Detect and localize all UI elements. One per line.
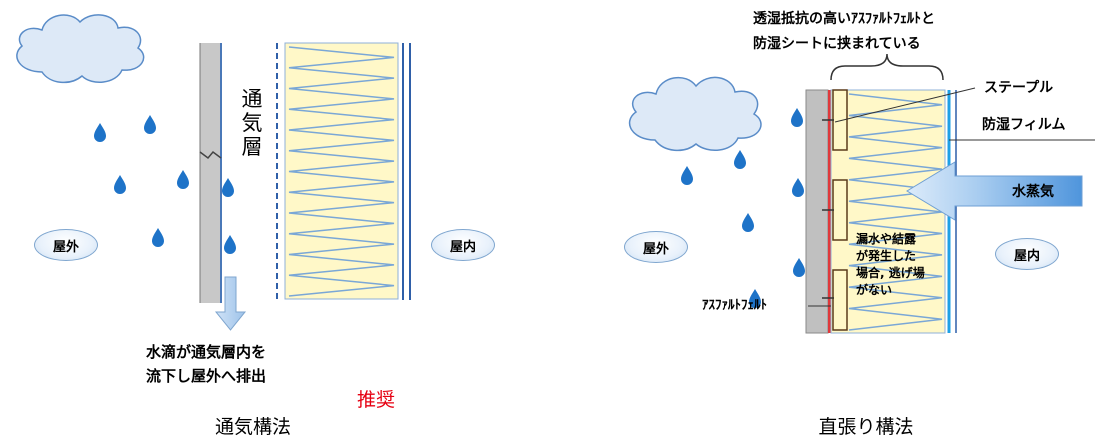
raindrop-icon (114, 175, 126, 194)
exterior-siding (199, 43, 222, 303)
raindrop-icon (222, 178, 234, 197)
outside-badge-label: 屋外 (642, 241, 669, 257)
left-note-line-2: 流下し屋外へ排出 (146, 367, 266, 385)
air-layer-label-2: 気 (242, 111, 263, 135)
inside-badge-label: 屋内 (1013, 248, 1040, 264)
studs (832, 89, 848, 331)
insulation-panel (830, 89, 946, 334)
left-diagram (16, 14, 411, 331)
raindrop-icon (792, 178, 804, 197)
inside-badge-label: 屋内 (449, 239, 476, 255)
raindrop-icon (94, 123, 106, 142)
raindrop-icon (734, 150, 746, 169)
inside-badge: 屋内 (431, 229, 495, 261)
raindrop-icon (681, 166, 693, 185)
leak-note-line-2: が発生した (856, 248, 916, 263)
air-layer-label-1: 通 (242, 87, 263, 111)
felt-label: ｱｽﾌｧﾙﾄﾌｪﾙﾄ (702, 298, 767, 313)
asphalt-felt (828, 90, 831, 333)
left-caption: 通気構法 (215, 416, 291, 438)
insulation-zigzag (288, 46, 395, 297)
staples (822, 119, 834, 299)
raindrop-icon (791, 108, 803, 127)
raindrop-icon (177, 170, 189, 189)
outside-badge: 屋外 (624, 231, 688, 263)
leak-note-line-4: がない (856, 282, 892, 297)
raindrop-icon (793, 258, 805, 277)
insulated-wall (276, 42, 411, 300)
left-note-line-1: 水滴が通気層内を (146, 343, 266, 361)
cloud-icon (16, 14, 145, 84)
vapor-arrow-icon (906, 161, 1083, 221)
right-caption: 直張り構法 (818, 416, 913, 438)
raindrop-icon (144, 115, 156, 134)
raindrop-icon (742, 213, 754, 232)
raindrop-icon (152, 228, 164, 247)
vapor-label: 水蒸気 (1012, 183, 1054, 200)
top-note-line-1: 透湿抵抗の高いｱｽﾌｧﾙﾄﾌｪﾙﾄと (753, 10, 935, 27)
labels: 通 気 層 水滴が通気層内を 流下し屋外へ排出 推奨 通気構法 透湿抵抗の高いｱ… (146, 10, 1065, 438)
bracket-brace (830, 53, 944, 81)
leak-note-line-3: 場合, 逃げ場 (856, 265, 925, 280)
cloud-icon (629, 76, 762, 152)
air-layer-label-3: 層 (242, 135, 263, 159)
inside-badge: 屋内 (995, 238, 1059, 270)
outside-badge-label: 屋外 (52, 239, 79, 255)
film-label: 防湿フィルム (982, 116, 1065, 133)
outside-badge: 屋外 (34, 229, 98, 261)
down-arrow-icon (214, 276, 247, 331)
raindrop-icon (224, 235, 236, 254)
recommend-label: 推奨 (357, 389, 395, 411)
right-diagram (629, 53, 1095, 334)
exterior-siding (805, 89, 829, 334)
staple-label: ステープル (984, 80, 1053, 96)
leader-lines (808, 87, 1095, 307)
top-note-line-2: 防湿シートに挟まれている (753, 35, 921, 52)
leak-note-line-1: 漏水や結露 (856, 231, 917, 246)
